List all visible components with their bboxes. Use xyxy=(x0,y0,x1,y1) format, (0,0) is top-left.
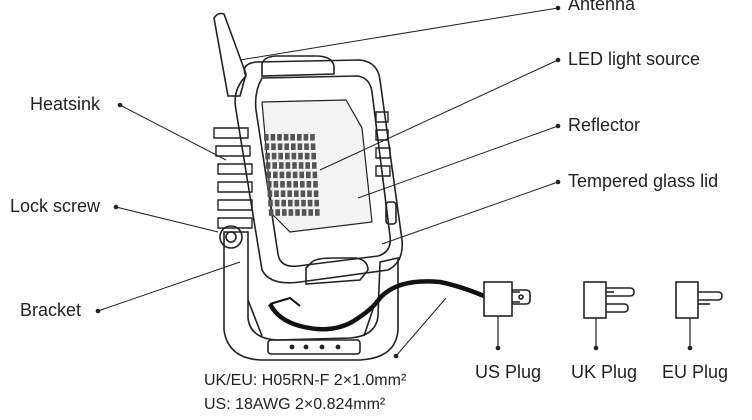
led-chip xyxy=(290,134,295,141)
led-chip xyxy=(279,171,285,179)
led-chip xyxy=(308,209,313,216)
power-cable xyxy=(267,279,485,332)
led-chip xyxy=(300,190,306,197)
label-tempered-glass-lid: Tempered glass lid xyxy=(568,171,719,191)
led-chip xyxy=(273,171,278,179)
led-chip xyxy=(304,152,310,160)
housing xyxy=(234,55,404,285)
led-chip xyxy=(285,162,291,169)
lock-screw xyxy=(219,225,243,249)
led-chip xyxy=(307,199,313,207)
led-chip xyxy=(301,199,306,207)
label-antenna: Antenna xyxy=(568,0,636,14)
led-chip xyxy=(268,199,273,207)
led-chip xyxy=(305,162,310,169)
led-chip xyxy=(277,143,283,150)
led-chip xyxy=(288,209,294,216)
leader-dots xyxy=(95,5,561,359)
led-chip xyxy=(312,171,318,179)
led-chip xyxy=(286,181,292,188)
led-chip xyxy=(265,162,271,169)
led-chip xyxy=(271,152,277,160)
led-chip xyxy=(314,199,319,207)
led-chip xyxy=(268,209,274,216)
led-chip xyxy=(275,209,280,216)
label-us-plug: US Plug xyxy=(475,362,542,382)
led-chip xyxy=(301,209,307,216)
cable-spec-us: US: 18AWG 2×0.824mm² xyxy=(204,396,386,413)
us-plug xyxy=(483,281,531,351)
led-chip xyxy=(311,152,316,160)
bracket xyxy=(223,231,399,361)
label-uk-plug: UK Plug xyxy=(571,362,638,382)
label-heatsink: Heatsink xyxy=(30,94,101,114)
label-eu-plug: EU Plug xyxy=(662,362,729,382)
led-chip xyxy=(283,134,289,141)
led-chip xyxy=(303,134,309,141)
led-chip xyxy=(294,199,300,207)
led-chip xyxy=(264,134,269,141)
led-chip xyxy=(298,152,303,160)
led-chip xyxy=(297,134,302,141)
led-chip xyxy=(274,199,280,207)
led-chip xyxy=(267,181,272,188)
led-chip xyxy=(292,162,297,169)
cable-spec-uk-eu: UK/EU: H05RN-F 2×1.0mm² xyxy=(204,372,407,389)
led-chip xyxy=(278,152,283,160)
led-chip xyxy=(304,143,309,150)
led-chip xyxy=(264,143,270,150)
label-lock-screw: Lock screw xyxy=(10,196,101,216)
led-chip xyxy=(295,209,300,216)
led-chip xyxy=(272,162,277,169)
uk-plug xyxy=(583,281,635,351)
led-chip xyxy=(293,181,298,188)
led-chip xyxy=(270,134,276,141)
led-chip xyxy=(285,152,290,160)
led-chip xyxy=(266,171,271,179)
led-chip xyxy=(315,209,320,216)
led-chip xyxy=(298,162,304,169)
led-array xyxy=(264,134,320,216)
led-chip xyxy=(279,162,284,169)
led-chip xyxy=(291,152,297,160)
led-chip xyxy=(313,181,318,188)
antenna xyxy=(213,12,247,97)
led-chip xyxy=(280,181,285,188)
led-chip xyxy=(287,190,292,197)
leader-lines xyxy=(97,7,559,357)
led-chip xyxy=(297,143,303,150)
led-chip xyxy=(281,199,286,207)
led-chip xyxy=(312,162,317,169)
led-chip xyxy=(300,181,305,188)
led-chip xyxy=(282,209,287,216)
led-chip xyxy=(277,134,282,141)
led-chip xyxy=(271,143,276,150)
led-chip xyxy=(291,143,296,150)
right-pivot xyxy=(385,201,397,225)
led-chip xyxy=(294,190,299,197)
led-chip xyxy=(310,134,315,141)
led-chip xyxy=(313,190,319,197)
label-led-light-source: LED light source xyxy=(568,49,701,69)
led-chip xyxy=(274,190,279,197)
led-chip xyxy=(286,171,291,179)
led-chip xyxy=(307,190,312,197)
led-chip xyxy=(310,143,316,150)
led-chip xyxy=(267,190,273,197)
led-chip xyxy=(299,171,304,179)
led-chip xyxy=(306,181,312,188)
eu-plug xyxy=(675,281,723,351)
led-chip xyxy=(292,171,298,179)
led-chip xyxy=(284,143,289,150)
led-chip xyxy=(280,190,286,197)
led-chip xyxy=(265,152,270,160)
label-reflector: Reflector xyxy=(568,115,641,135)
label-bracket: Bracket xyxy=(20,300,82,320)
led-chip xyxy=(306,171,311,179)
led-chip xyxy=(288,199,293,207)
led-chip xyxy=(273,181,279,188)
